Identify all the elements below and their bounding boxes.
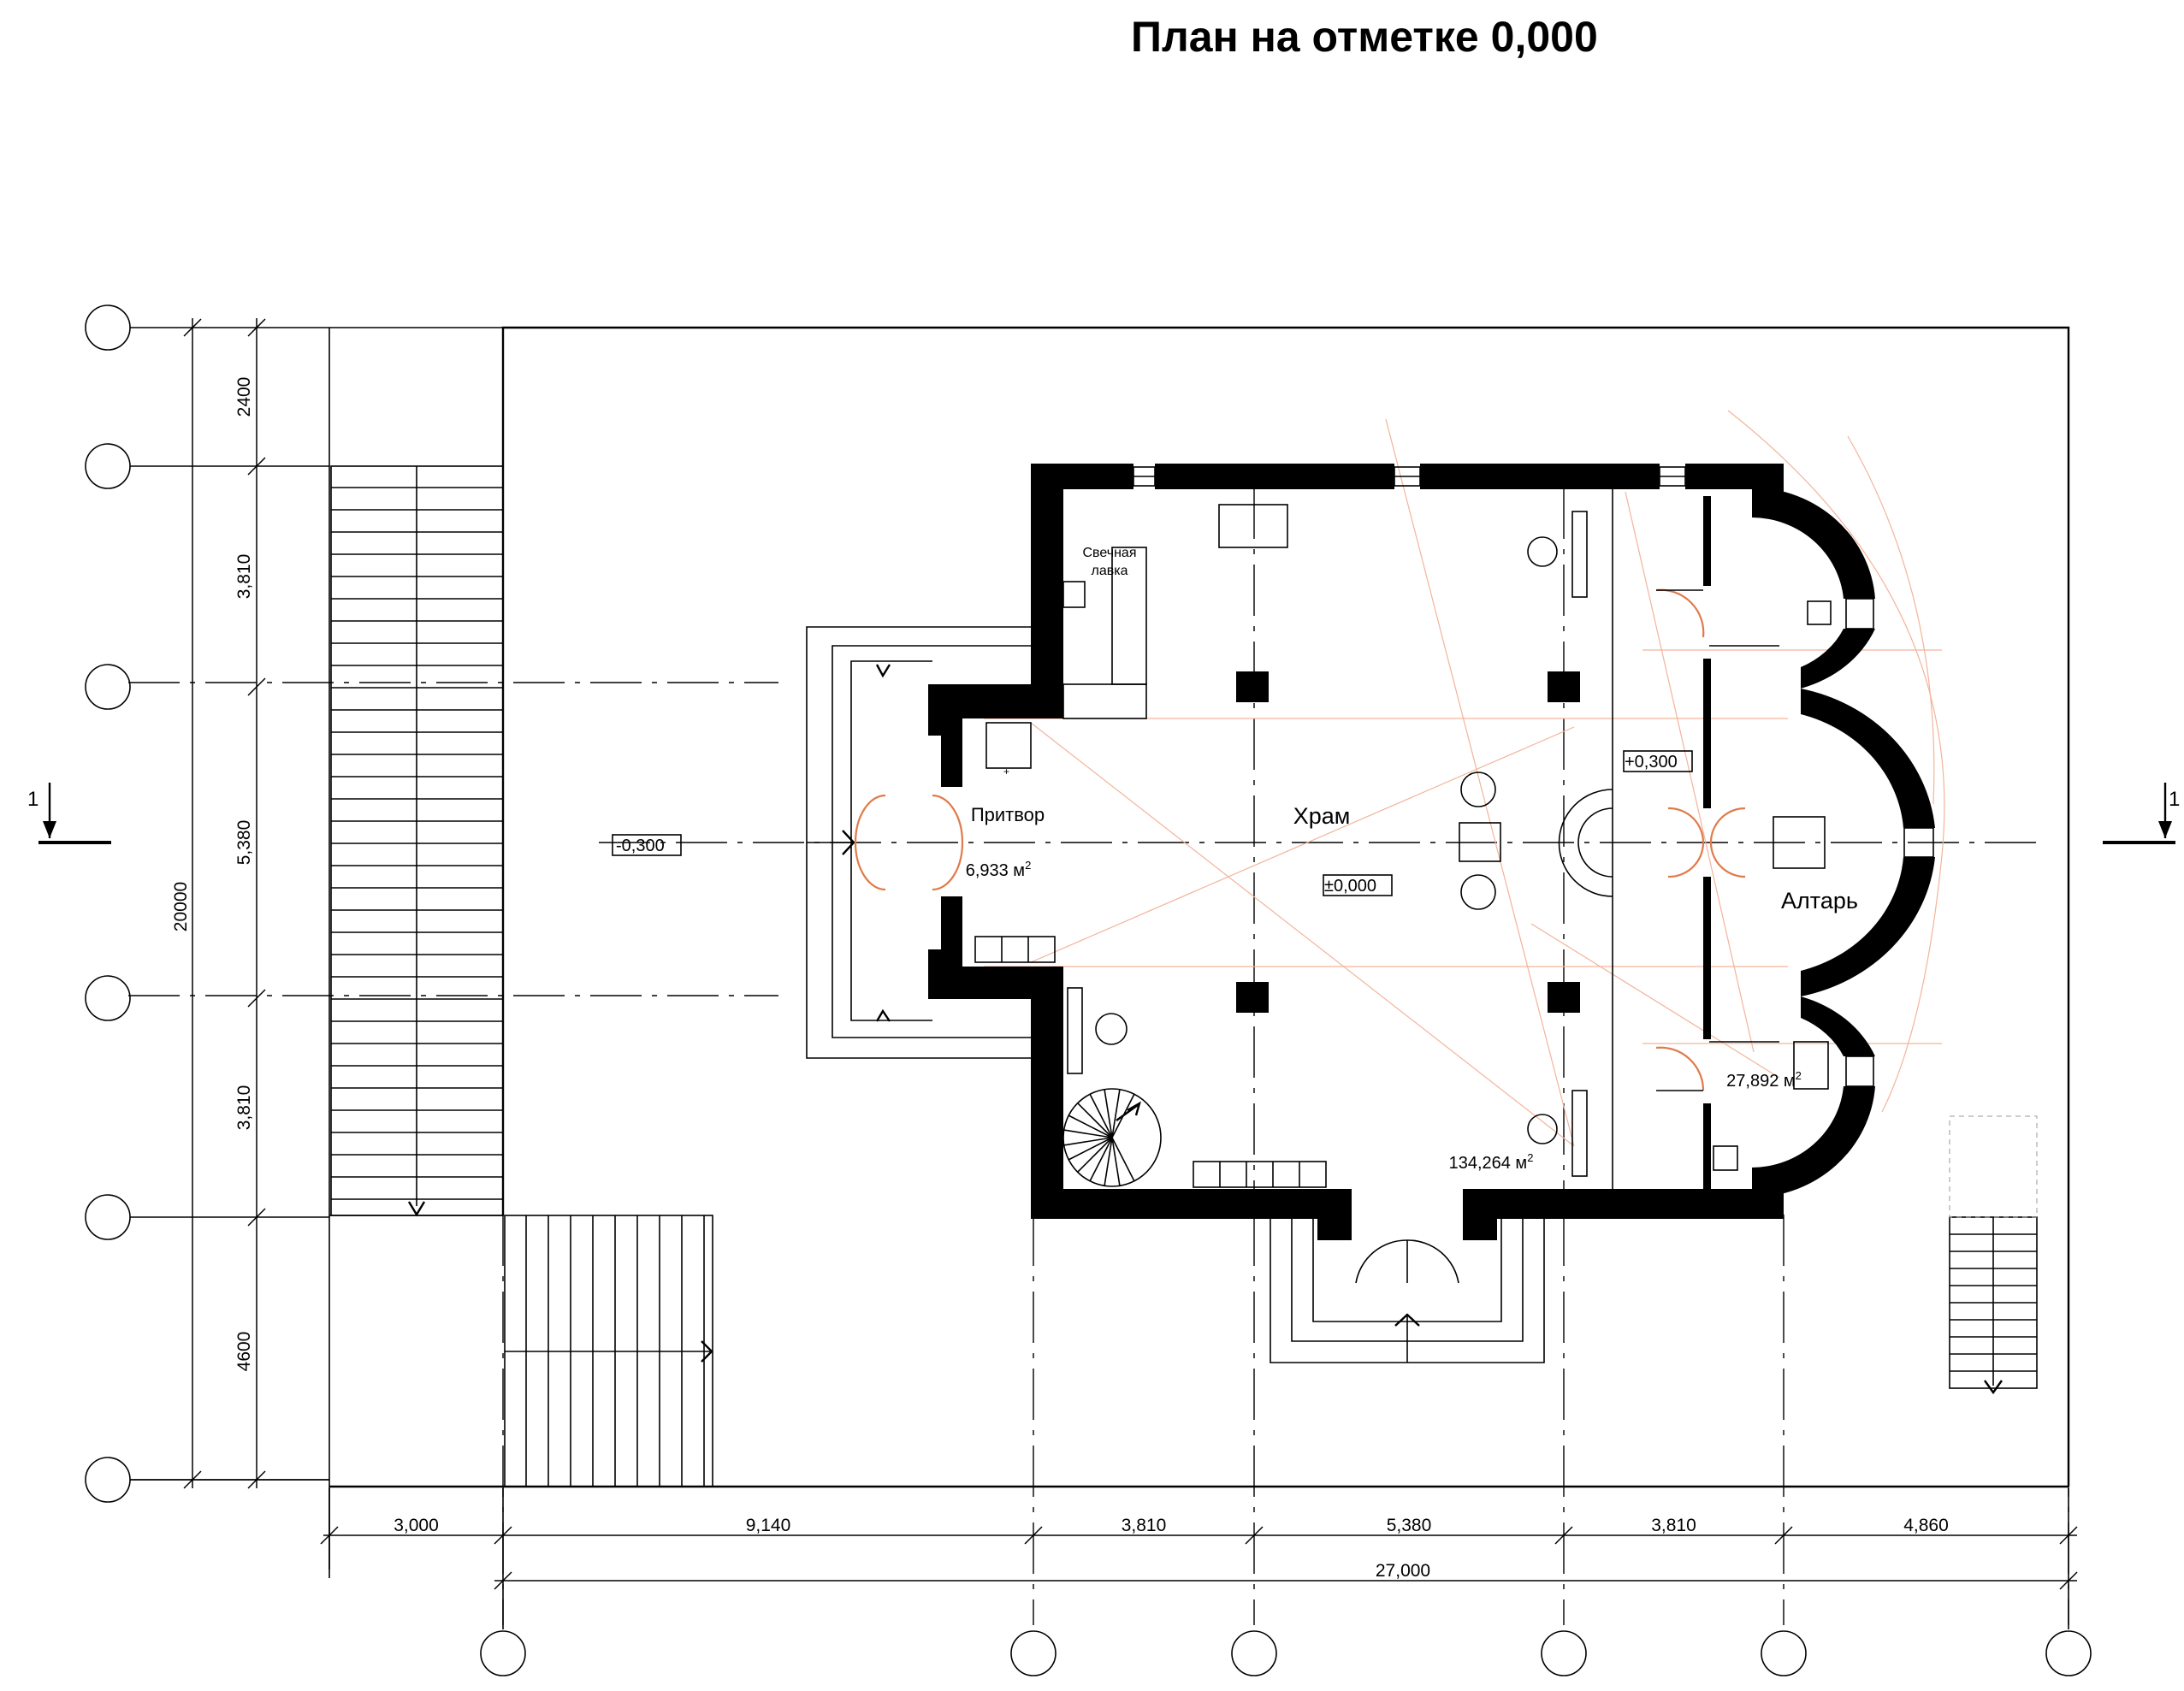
room-labels: Свечная лавка Притвор 6,933 м2 Храм 134,…	[966, 546, 1858, 1173]
candle-shop-label-2: лавка	[1092, 564, 1128, 578]
section-mark-left: 1	[27, 783, 111, 844]
bottom-right-stair	[1949, 1115, 2038, 1395]
dim-left-0: 2400	[234, 377, 254, 417]
dim-bottom-3: 5,380	[1387, 1516, 1432, 1535]
section-mark-right: 1	[2103, 783, 2180, 844]
dim-left-3: 3,810	[234, 1085, 254, 1131]
level-altar: +0,300	[1625, 753, 1678, 772]
bottom-dimensions	[323, 1488, 2077, 1629]
axis-bubbles	[85, 304, 2092, 1676]
khram-area: 134,264 м2	[1449, 1151, 1534, 1173]
pritvor-area: 6,933 м2	[966, 859, 1032, 880]
left-dimensions	[130, 318, 329, 1489]
plan-title: План на отметке 0,000	[1131, 13, 1598, 61]
windows	[1133, 466, 1934, 1087]
khram-label: Храм	[1293, 803, 1351, 829]
dim-left-4: 4600	[234, 1332, 254, 1372]
west-porch	[806, 626, 1033, 1059]
dim-bottom-4: 3,810	[1651, 1516, 1696, 1535]
svg-text:+: +	[1003, 766, 1009, 778]
bottom-left-stair	[504, 1215, 713, 1487]
dim-bottom-total: 27,000	[1376, 1561, 1430, 1581]
bottom-dimension-labels: 3,000 9,140 3,810 5,380 3,810 4,860 27,000	[394, 1516, 1949, 1581]
candle-shop-label-1: Свечная	[1083, 546, 1137, 560]
building-walls	[928, 464, 1935, 1240]
altar-label: Алтарь	[1781, 888, 1858, 913]
dim-bottom-1: 9,140	[746, 1516, 791, 1535]
altar-area: 27,892 м2	[1726, 1069, 1802, 1091]
pritvor-label: Притвор	[971, 804, 1045, 825]
interior: +	[854, 489, 1832, 1284]
section-label-right: 1	[2169, 788, 2180, 811]
section-label-left: 1	[27, 788, 38, 811]
level-main: ±0,000	[1324, 877, 1376, 896]
left-stair	[330, 465, 504, 1217]
dim-left-total: 20000	[171, 882, 191, 931]
level-outside: -0,300	[616, 837, 665, 855]
dim-bottom-2: 3,810	[1122, 1516, 1167, 1535]
south-porch	[1270, 1215, 1545, 1363]
level-marks: -0,300 ±0,000 +0,300	[612, 750, 1693, 896]
dim-left-1: 3,810	[234, 554, 254, 600]
axis-lines	[128, 488, 2069, 1625]
dim-bottom-5: 4,860	[1903, 1516, 1949, 1535]
left-dimension-labels: 2400 3,810 5,380 3,810 4600 20000	[171, 377, 254, 1372]
dim-bottom-0: 3,000	[394, 1516, 439, 1535]
dim-left-2: 5,380	[234, 820, 254, 866]
